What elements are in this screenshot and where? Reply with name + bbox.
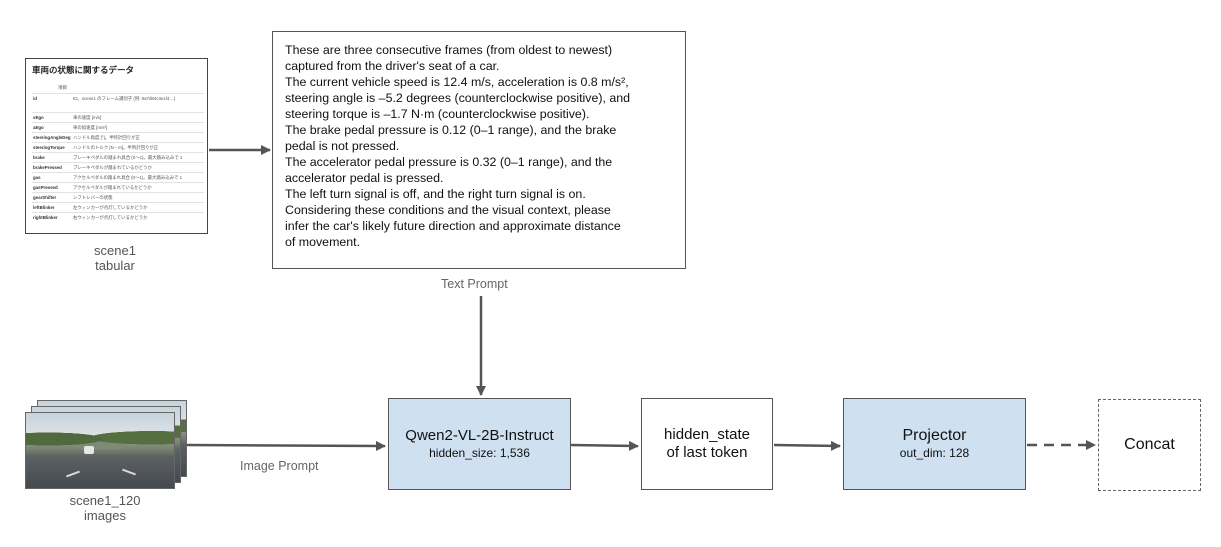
hidden-state-node: hidden_state of last token bbox=[641, 398, 773, 490]
text-prompt-label: Text Prompt bbox=[441, 277, 508, 291]
table-cell-key: steeringTorque bbox=[32, 142, 72, 153]
prompt-line: infer the car's likely future direction … bbox=[285, 219, 621, 233]
tabular-caption: scene1 tabular bbox=[55, 243, 175, 273]
table-cell-desc: 車の速度 [m/s] bbox=[72, 112, 204, 123]
projector-node: Projector out_dim: 128 bbox=[843, 398, 1026, 490]
projector-title: Projector bbox=[902, 427, 967, 444]
concat-node: Concat bbox=[1098, 399, 1201, 491]
edge-images-to-vlm bbox=[185, 440, 386, 451]
concat-title: Concat bbox=[1124, 436, 1175, 453]
images-caption: scene1_120 images bbox=[45, 493, 165, 523]
prompt-line: The brake pedal pressure is 0.12 (0–1 ra… bbox=[285, 123, 617, 137]
prompt-line: The current vehicle speed is 12.4 m/s, a… bbox=[285, 75, 629, 89]
image-frame-front bbox=[25, 412, 175, 489]
table-cell-desc: 左ウィンカーが点灯しているかどうか bbox=[72, 202, 204, 213]
table-cell-key: gasPressed bbox=[32, 182, 72, 193]
table-cell-desc: ID。scene1 のフレーム識別子 (例: 8a7d84c3e1f4…) bbox=[72, 93, 204, 113]
image-prompt-label: Image Prompt bbox=[240, 459, 319, 473]
table-cell-key: aEgo bbox=[32, 122, 72, 133]
table-cell-desc: ブレーキペダルが踏まれているかどうか bbox=[72, 162, 204, 173]
prompt-line: captured from the driver's seat of a car… bbox=[285, 59, 500, 73]
prompt-line: steering angle is –5.2 degrees (counterc… bbox=[285, 91, 631, 105]
table-cell-key: rightBlinker bbox=[32, 212, 72, 222]
prompt-line: The left turn signal is off, and the rig… bbox=[285, 187, 586, 201]
prompt-line: These are three consecutive frames (from… bbox=[285, 43, 613, 57]
prompt-line: pedal is not pressed. bbox=[285, 139, 400, 153]
prompt-line: Considering these conditions and the vis… bbox=[285, 203, 611, 217]
tabular-header: 項目 bbox=[58, 85, 67, 90]
text-prompt-box: These are three consecutive frames (from… bbox=[272, 31, 686, 269]
table-cell-desc: アクセルペダルが踏まれているかどうか bbox=[72, 182, 204, 193]
table-cell-key: leftBlinker bbox=[32, 202, 72, 213]
table-cell-key: brake bbox=[32, 152, 72, 163]
table-cell-key: vEgo bbox=[32, 112, 72, 123]
prompt-line: accelerator pedal is pressed. bbox=[285, 171, 444, 185]
tabular-title: 車両の状態に関するデータ bbox=[32, 65, 135, 75]
table-cell-key: brakePressed bbox=[32, 162, 72, 173]
prompt-line: The accelerator pedal pressure is 0.32 (… bbox=[285, 155, 613, 169]
table-cell-desc: ハンドルのトルク [N・m]。半時計回りが正 bbox=[72, 142, 204, 153]
vlm-node: Qwen2-VL-2B-Instruct hidden_size: 1,536 bbox=[388, 398, 571, 490]
table-cell-key: gas bbox=[32, 172, 72, 183]
vlm-subtitle: hidden_size: 1,536 bbox=[429, 446, 530, 460]
edge-hidden-to-projector bbox=[773, 440, 841, 451]
text-prompt-content: These are three consecutive frames (from… bbox=[285, 42, 673, 250]
images-caption-line1: scene1_120 bbox=[69, 493, 141, 508]
tabular-caption-line2: tabular bbox=[95, 258, 135, 273]
vlm-title: Qwen2-VL-2B-Instruct bbox=[405, 427, 554, 444]
tabular-caption-line1: scene1 bbox=[94, 243, 136, 258]
table-cell-key: steeringAngleDeg bbox=[32, 132, 72, 143]
prompt-line: steering torque is –1.7 N·m (countercloc… bbox=[285, 107, 590, 121]
prompt-line: of movement. bbox=[285, 235, 361, 249]
table-cell-desc: アクセルペダルの踏まれ具合 (0〜1)。最大踏み込みで 1 bbox=[72, 172, 204, 183]
edge-vlm-to-hidden bbox=[570, 440, 639, 451]
table-cell-desc: ブレーキペダルの踏まれ具合 (0〜1)。最大踏み込みで 1 bbox=[72, 152, 204, 163]
hidden-state-line1: hidden_state bbox=[664, 426, 750, 443]
car-shape bbox=[84, 446, 94, 454]
table-cell-desc: ハンドル角度 [°]。半時計回りが正 bbox=[72, 132, 204, 143]
table-cell-key: gearShifter bbox=[32, 192, 72, 203]
projector-subtitle: out_dim: 128 bbox=[899, 446, 970, 460]
table-cell-desc: シフトレバーの状態 bbox=[72, 192, 204, 203]
table-cell-desc: 右ウィンカーが点灯しているかどうか bbox=[72, 212, 204, 222]
table-cell-key: id bbox=[32, 93, 72, 113]
table-cell-desc: 車の加速度 [m/s²] bbox=[72, 122, 204, 133]
hidden-state-line2: of last token bbox=[666, 444, 748, 461]
images-caption-line2: images bbox=[84, 508, 126, 523]
